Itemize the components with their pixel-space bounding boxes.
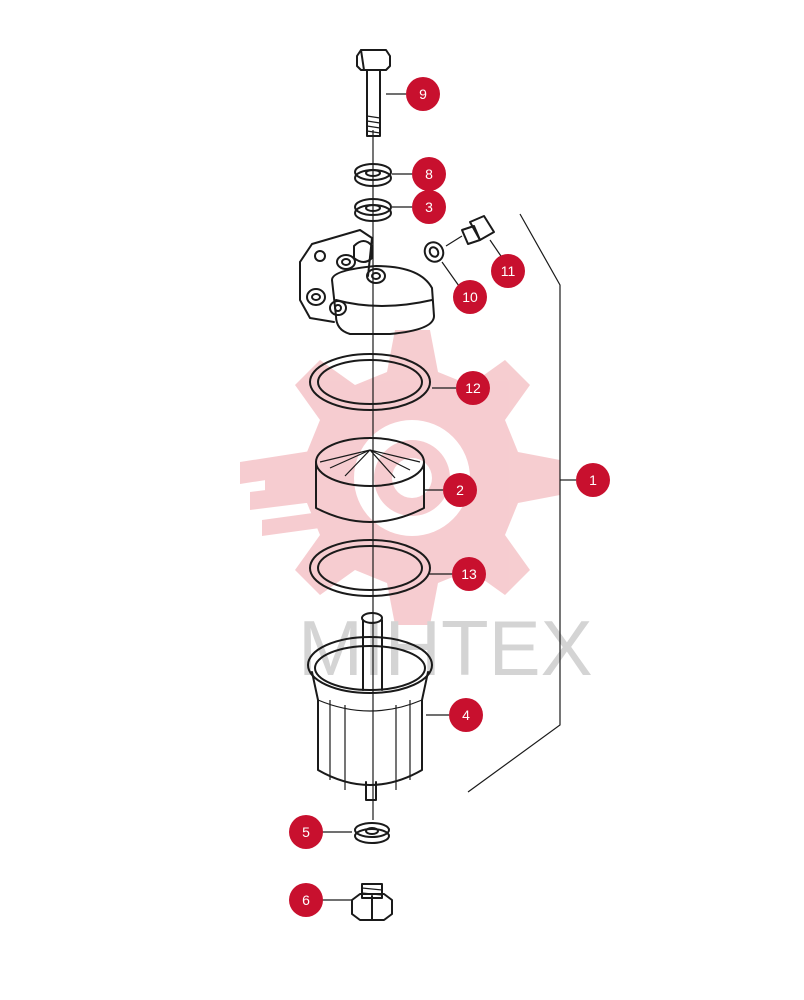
svg-text:9: 9: [419, 86, 427, 102]
callout-13: 13: [452, 557, 486, 591]
svg-text:1: 1: [589, 472, 597, 488]
callout-10: 10: [453, 280, 487, 314]
o-ring-upper: [309, 353, 431, 411]
gear-watermark-icon: [240, 330, 560, 625]
callout-8: 8: [412, 157, 446, 191]
filter-element: [315, 437, 425, 523]
assembly-bracket: [467, 213, 561, 793]
bolt: [356, 49, 391, 137]
svg-text:10: 10: [462, 289, 478, 305]
svg-text:3: 3: [425, 199, 433, 215]
filter-head: [299, 229, 435, 335]
o-ring-lower: [309, 539, 431, 597]
svg-text:12: 12: [465, 380, 481, 396]
svg-text:4: 4: [462, 707, 470, 723]
callout-1: 1: [576, 463, 610, 497]
washer-upper: [354, 163, 392, 187]
callout-11: 11: [491, 254, 525, 288]
callout-9: 9: [406, 77, 440, 111]
callout-2: 2: [443, 473, 477, 507]
seal-washer: [354, 198, 392, 222]
svg-text:13: 13: [461, 566, 477, 582]
callout-5: 5: [289, 815, 323, 849]
svg-text:6: 6: [302, 892, 310, 908]
svg-text:5: 5: [302, 824, 310, 840]
callout-12: 12: [456, 371, 490, 405]
drain-washer: [354, 822, 390, 844]
washer-small: [423, 241, 445, 263]
callout-4: 4: [449, 698, 483, 732]
svg-text:2: 2: [456, 482, 464, 498]
drain-plug: [351, 883, 393, 921]
svg-text:8: 8: [425, 166, 433, 182]
svg-text:11: 11: [501, 263, 516, 279]
leader-lines: [322, 93, 576, 901]
filter-bowl: [307, 612, 433, 801]
plug: [445, 215, 495, 247]
callout-3: 3: [412, 190, 446, 224]
callout-6: 6: [289, 883, 323, 917]
